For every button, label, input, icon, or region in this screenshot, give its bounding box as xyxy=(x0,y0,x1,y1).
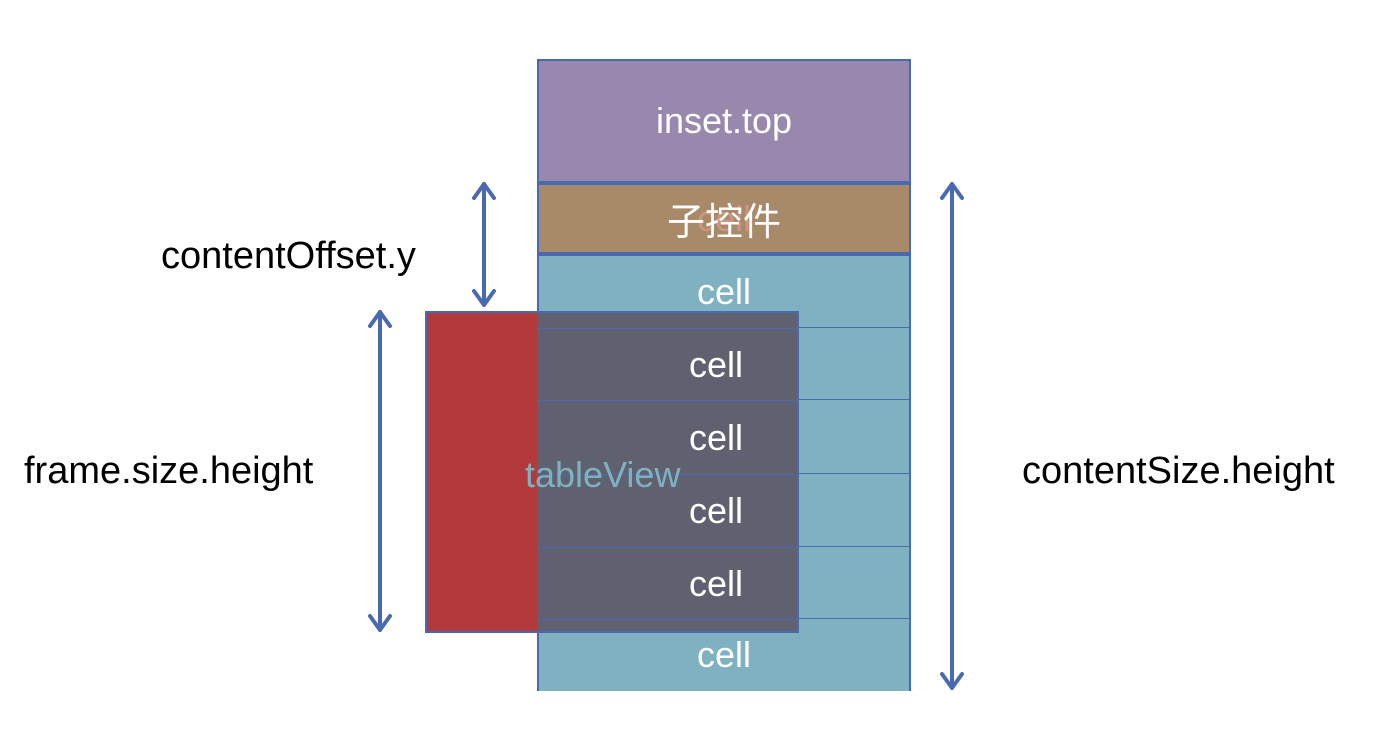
tableview-label: tableView xyxy=(525,454,681,495)
content-offset-label: contentOffset.y xyxy=(161,235,416,277)
visible-cell: cell xyxy=(537,548,797,620)
content-size-height-arrow xyxy=(940,182,964,690)
visible-cell: cell xyxy=(537,475,797,548)
inset-top-label: inset.top xyxy=(655,100,793,141)
visible-cell: cell xyxy=(537,401,797,475)
subview-label: 子控件 xyxy=(666,200,781,244)
inset-top-block: inset.top xyxy=(537,59,911,183)
visible-cell-label: cell xyxy=(688,343,744,385)
content-cell-label: cell xyxy=(696,270,752,312)
subview-ghost-label: cell xyxy=(696,197,752,239)
content-size-height-label: contentSize.height xyxy=(1022,450,1335,492)
visible-cell xyxy=(537,313,797,329)
frame-height-arrow xyxy=(368,310,392,632)
visible-cell: cell xyxy=(537,329,797,401)
visible-cell-label: cell xyxy=(688,490,744,531)
tableview-visible-area xyxy=(537,313,797,631)
tableview-frame: cell cell cell cell tableView xyxy=(425,311,799,633)
subview-block: cell 子控件 xyxy=(537,183,911,254)
visible-cell-label: cell xyxy=(688,562,744,604)
frame-height-label: frame.size.height xyxy=(24,450,314,492)
content-cell-label: cell xyxy=(696,634,752,675)
visible-cell-label: cell xyxy=(688,416,744,458)
content-offset-arrow xyxy=(472,182,496,307)
tableview-red-area xyxy=(427,313,537,631)
